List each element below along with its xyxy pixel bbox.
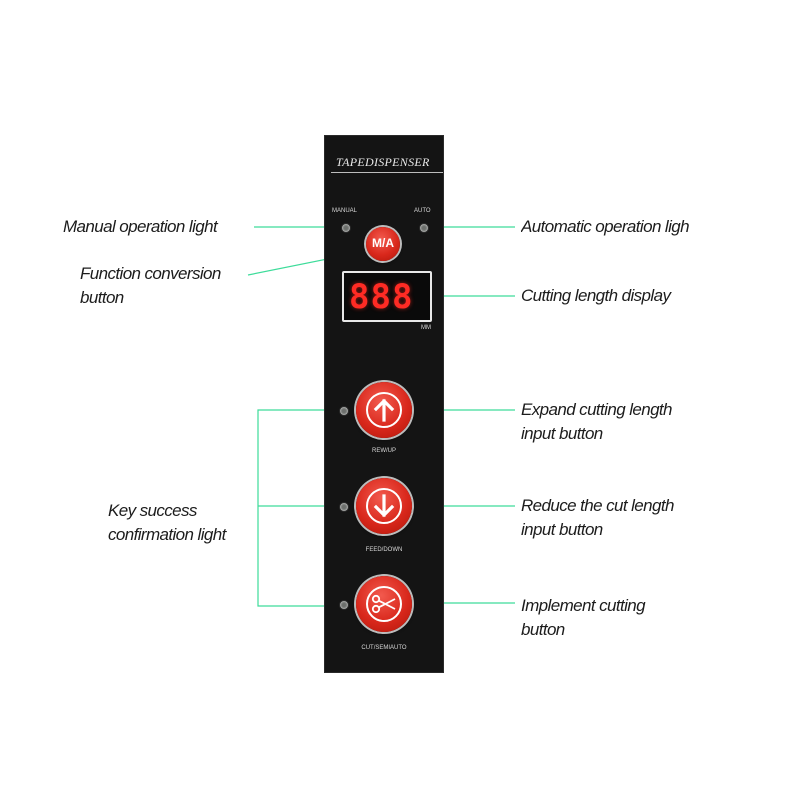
cut-confirm-light bbox=[339, 600, 349, 610]
callout-expand-2: input button bbox=[521, 424, 603, 443]
callout-function-button-2: button bbox=[80, 288, 124, 307]
mode-switch-label: M/A bbox=[372, 236, 394, 250]
cut-button-label: CUT/SEMIAUTO bbox=[361, 645, 407, 651]
up-button-label: REW/UP bbox=[372, 448, 396, 454]
cutting-length-display: 888 bbox=[342, 271, 432, 322]
auto-indicator-light bbox=[419, 223, 429, 233]
up-confirm-light bbox=[339, 406, 349, 416]
callout-cut-1: Implement cutting bbox=[521, 596, 646, 615]
callout-expand-1: Expand cutting length bbox=[521, 400, 673, 419]
up-button[interactable] bbox=[356, 382, 412, 438]
unit-label: MM bbox=[421, 325, 431, 331]
callout-reduce-2: input button bbox=[521, 520, 603, 539]
title-divider bbox=[331, 172, 443, 173]
arrow-down-icon bbox=[373, 494, 395, 518]
panel-title: TAPEDISPENSER bbox=[336, 155, 430, 169]
callout-cut-2: button bbox=[521, 620, 565, 639]
cut-button[interactable] bbox=[356, 576, 412, 632]
callout-display: Cutting length display bbox=[521, 286, 671, 305]
callout-manual-light: Manual operation light bbox=[63, 217, 218, 236]
callout-reduce-1: Reduce the cut length bbox=[521, 496, 674, 515]
down-button[interactable] bbox=[356, 478, 412, 534]
callout-key-success-1: Key success bbox=[108, 501, 197, 520]
mode-switch-button[interactable]: M/A bbox=[366, 227, 400, 261]
down-button-label: FEED/DOWN bbox=[365, 547, 403, 553]
auto-label: AUTO bbox=[414, 208, 431, 214]
scissors-icon bbox=[371, 594, 396, 614]
callout-function-button-1: Function conversion bbox=[80, 264, 221, 283]
display-digits: 888 bbox=[349, 277, 414, 317]
down-confirm-light bbox=[339, 502, 349, 512]
callout-auto-light: Automatic operation ligh bbox=[521, 217, 690, 236]
callout-key-success-2: confirmation light bbox=[108, 525, 226, 544]
manual-indicator-light bbox=[341, 223, 351, 233]
arrow-up-icon bbox=[373, 398, 395, 422]
manual-label: MANUAL bbox=[332, 208, 358, 214]
